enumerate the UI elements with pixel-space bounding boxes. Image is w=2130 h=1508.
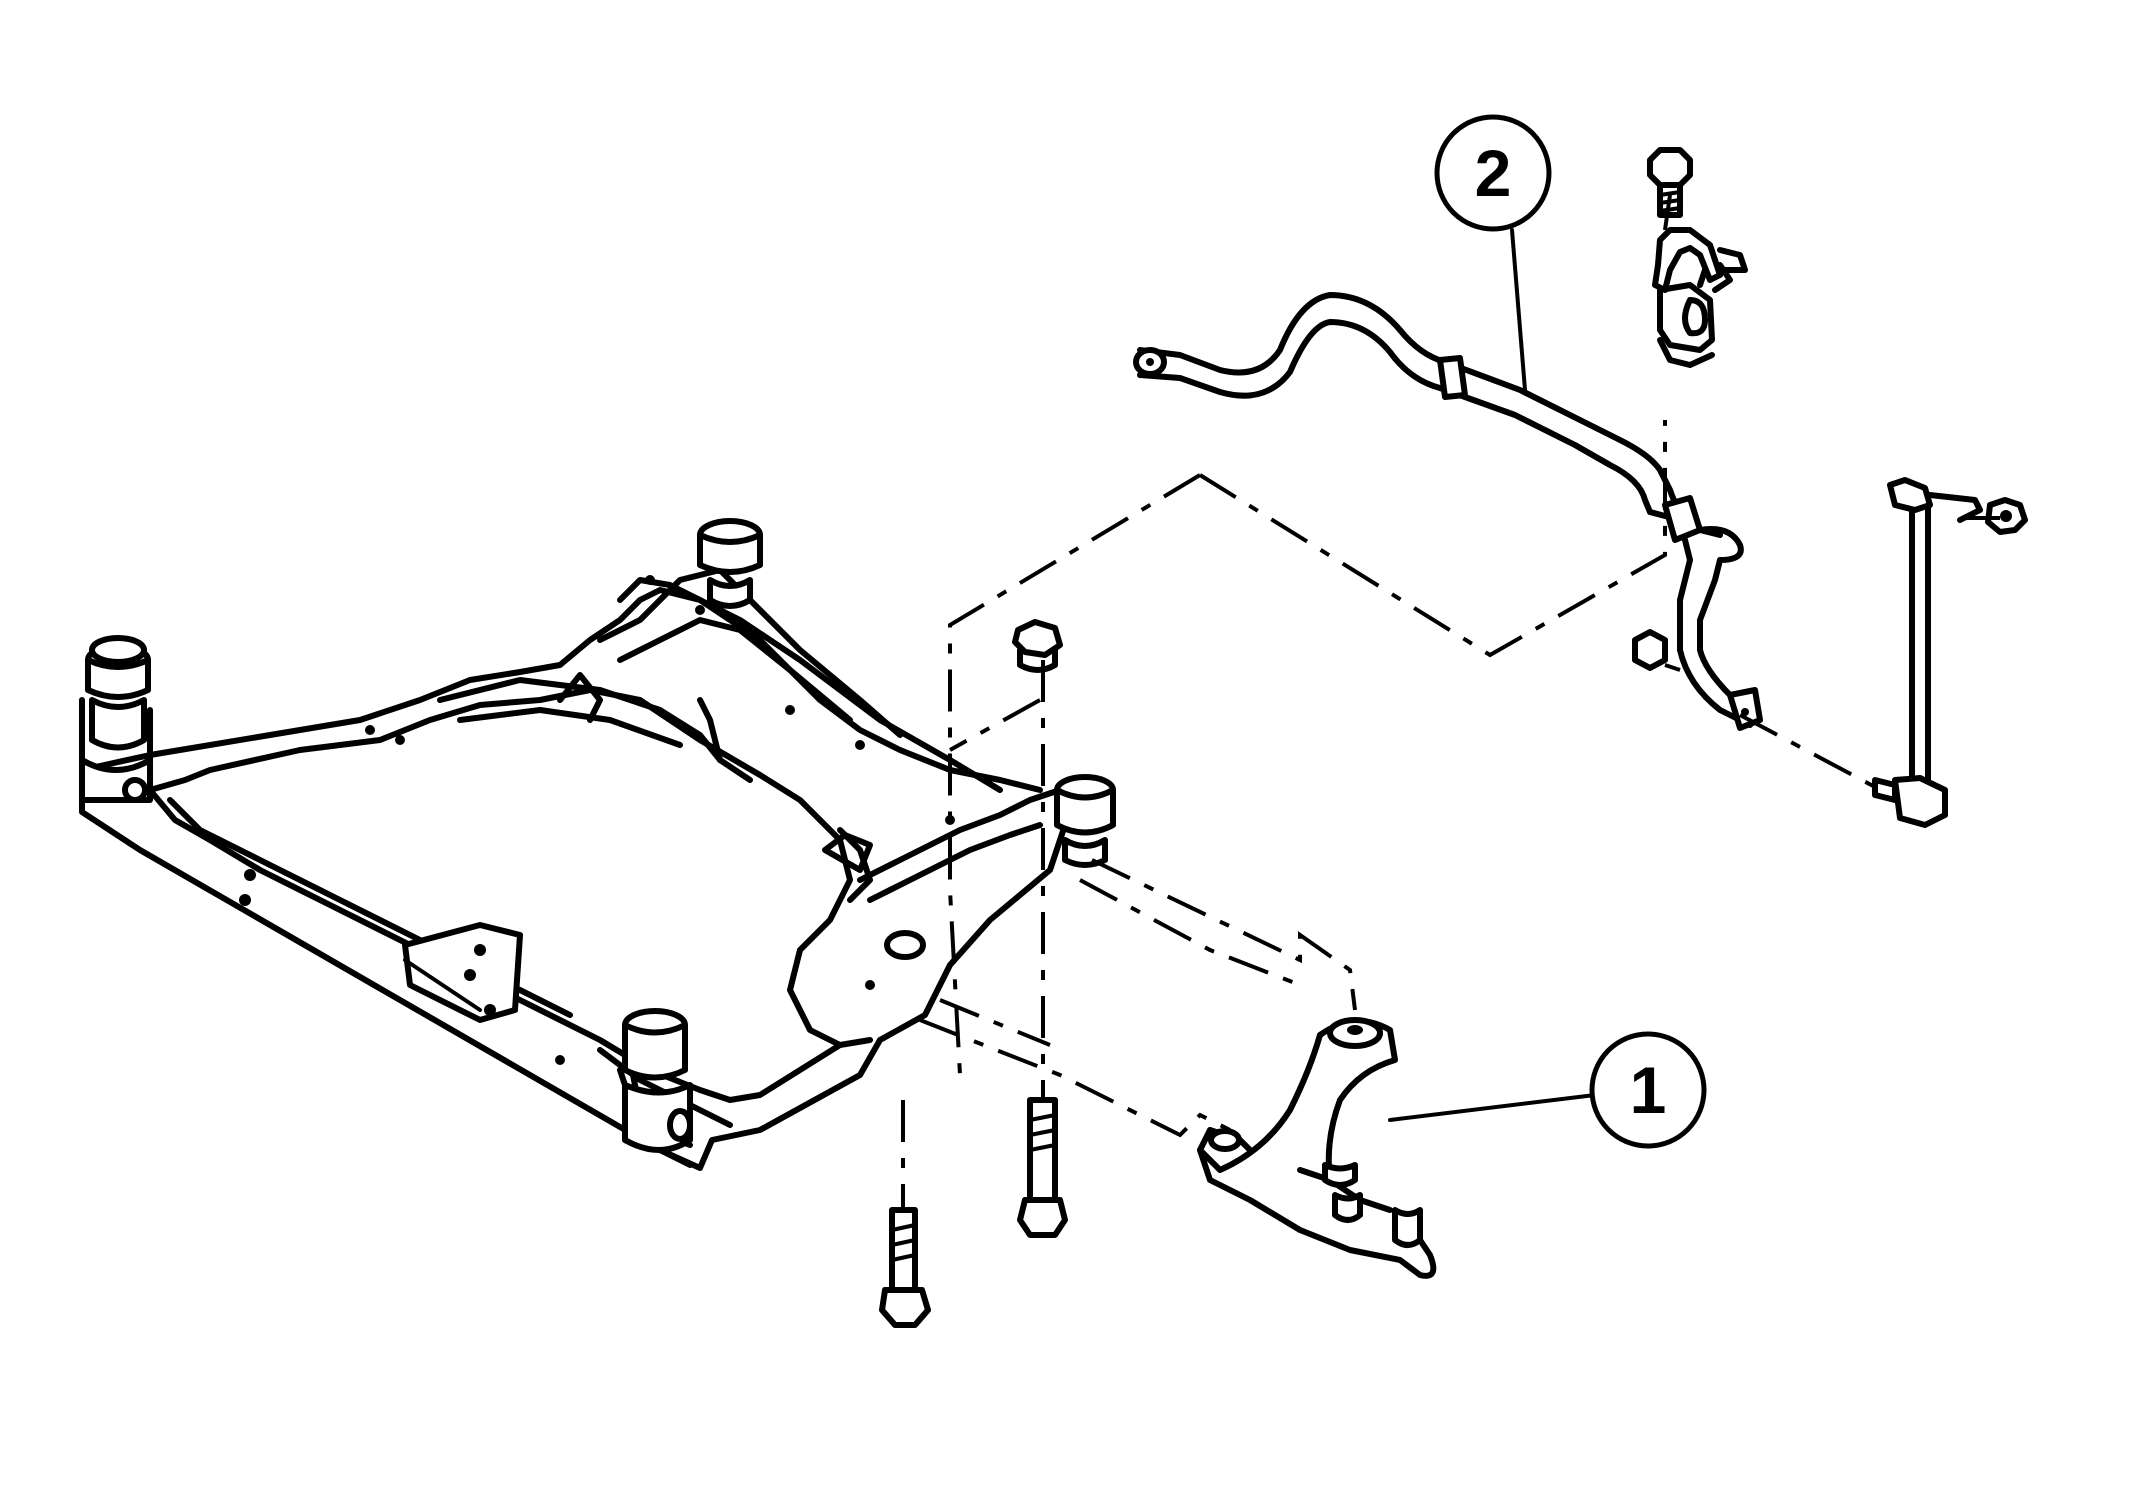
assembly-lines bbox=[901, 194, 2000, 1210]
subframe-bolt-rear bbox=[1017, 1097, 1068, 1238]
callout-2: 2 bbox=[1434, 114, 1552, 392]
stabilizer-link-nut bbox=[1632, 629, 1668, 671]
subframe-bushing-front-right bbox=[1054, 774, 1116, 868]
callout-circle-1 bbox=[1589, 1031, 1707, 1149]
stabilizer-link bbox=[1872, 477, 2028, 828]
callout-circle-2 bbox=[1434, 114, 1552, 232]
subframe-nut bbox=[1012, 619, 1063, 673]
subframe-bushing-rear-left bbox=[79, 635, 153, 803]
subframe-bolt-front bbox=[879, 1207, 931, 1328]
stabilizer-bushing-clamp bbox=[1652, 227, 1748, 368]
subframe-bushing-rear-right bbox=[697, 518, 763, 609]
lower-control-arm bbox=[1197, 1017, 1437, 1279]
front-subframe bbox=[79, 567, 1073, 1171]
subframe-bushing-front-left bbox=[622, 1008, 693, 1153]
callout-label-1: 1 bbox=[1630, 1053, 1667, 1127]
stabilizer-bar bbox=[1133, 292, 1763, 731]
callout-1: 1 bbox=[1388, 1031, 1707, 1149]
clamp-bolt bbox=[1647, 147, 1693, 218]
callout-label-2: 2 bbox=[1475, 136, 1512, 210]
